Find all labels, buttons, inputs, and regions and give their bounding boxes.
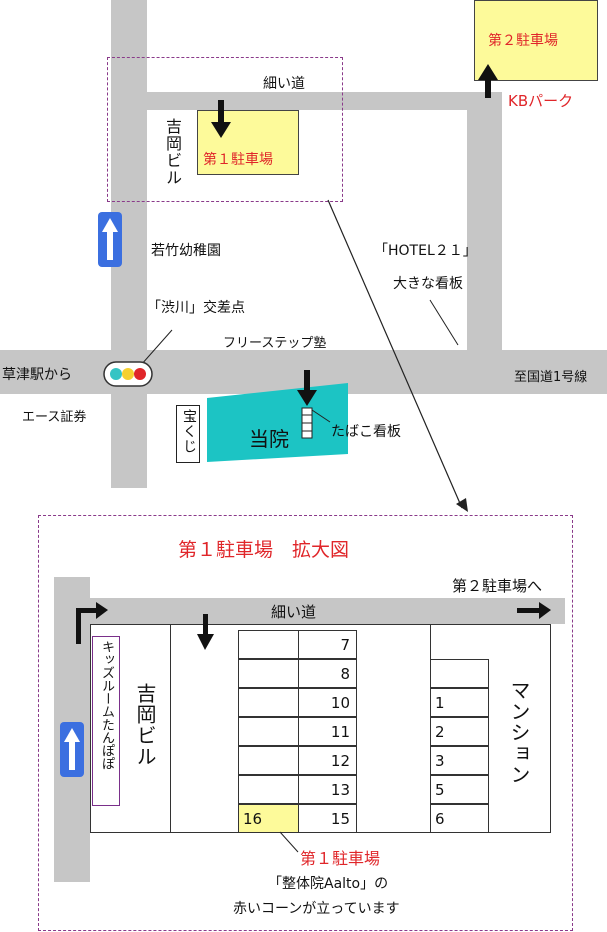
down-arrow-icon	[297, 370, 317, 406]
down-arrow-icon	[197, 614, 214, 650]
parking-slot: 15	[298, 804, 357, 833]
kids-room-label: キッズルームたんぽぽ	[99, 640, 114, 770]
zoom-pointer-line	[327, 199, 463, 509]
detail-yoshioka-label: 吉岡ビル	[133, 683, 157, 767]
ace-securities-label: エース証券	[22, 410, 87, 425]
parking-slot: 2	[430, 717, 489, 746]
parking-slot-empty	[430, 659, 489, 688]
big-sign-leader-line	[429, 299, 459, 346]
parking-slot: 11	[298, 717, 357, 746]
note-line-2: 赤いコーンが立っています	[233, 901, 400, 917]
detail-narrow-road	[90, 598, 565, 624]
parking-1-box	[197, 110, 299, 175]
parking-slot-empty	[238, 630, 299, 659]
yoshioka-bldg-label: 吉岡ビル	[163, 118, 182, 186]
parking-1-label: 第１駐車場	[203, 152, 273, 168]
detail-map	[38, 515, 573, 931]
main-road	[0, 350, 607, 394]
parking-slot: 6	[430, 804, 489, 833]
kb-park-label: KBパーク	[508, 92, 574, 110]
big-sign-label: 大きな看板	[393, 276, 463, 292]
right-arrow-icon	[517, 602, 551, 619]
up-arrow-icon	[478, 64, 498, 98]
intersection-label: 「渋川」交差点	[147, 300, 245, 316]
turn-arrow-icon	[76, 602, 108, 644]
mansion-label: マンション	[507, 680, 531, 785]
parking-slot-16: 16	[238, 804, 299, 833]
tobacco-sign-label: たばこ看板	[331, 424, 401, 440]
narrow-road-label: 細い道	[263, 76, 305, 92]
parking-slot: 8	[298, 659, 357, 688]
note-line-1: 「整体院Aalto」の	[268, 876, 389, 892]
parking-slot-empty	[238, 659, 299, 688]
traffic-light-icon	[103, 361, 153, 387]
zoom-area-box	[107, 57, 343, 202]
parking-2-label: 第２駐車場	[488, 33, 558, 49]
tobacco-leader-line	[311, 409, 331, 423]
parking-slot-empty	[238, 688, 299, 717]
parking-2-box	[474, 0, 598, 81]
right-vertical-road	[467, 92, 502, 352]
kids-room-box	[92, 636, 120, 806]
clinic-label: 当院	[249, 427, 289, 451]
lottery-box	[176, 405, 200, 463]
parking-leader-line	[279, 831, 299, 853]
parking-slot: 5	[430, 775, 489, 804]
hotel-sign-label: 「HOTEL２１」	[374, 243, 477, 259]
detail-title: 第１駐車場 拡大図	[178, 539, 350, 561]
parking-slot: 13	[298, 775, 357, 804]
zoom-pointer-head	[456, 498, 468, 512]
to-parking-2-label: 第２駐車場へ	[452, 577, 543, 595]
lottery-label: 宝くじ	[181, 409, 197, 454]
narrow-road	[147, 92, 502, 110]
detail-parking-label: 第１駐車場	[300, 849, 381, 868]
down-arrow-icon	[211, 100, 231, 138]
yoshioka-divider	[170, 624, 171, 833]
parking-slot: 10	[298, 688, 357, 717]
from-station-label: 草津駅から	[2, 367, 72, 383]
clinic-building	[207, 383, 348, 462]
kindergarten-label: 若竹幼稚園	[151, 243, 221, 259]
parking-slot-empty	[238, 746, 299, 775]
up-arrow-icon	[60, 722, 84, 777]
up-arrow-icon	[98, 212, 122, 267]
parking-slot: 7	[298, 630, 357, 659]
to-route1-label: 至国道1号線	[514, 370, 588, 385]
parking-slot: 12	[298, 746, 357, 775]
free-step-label: フリーステップ塾	[223, 336, 327, 351]
parking-slot: 1	[430, 688, 489, 717]
parking-slot-empty	[238, 717, 299, 746]
parking-slot: 3	[430, 746, 489, 775]
detail-narrow-road-label: 細い道	[271, 603, 317, 621]
